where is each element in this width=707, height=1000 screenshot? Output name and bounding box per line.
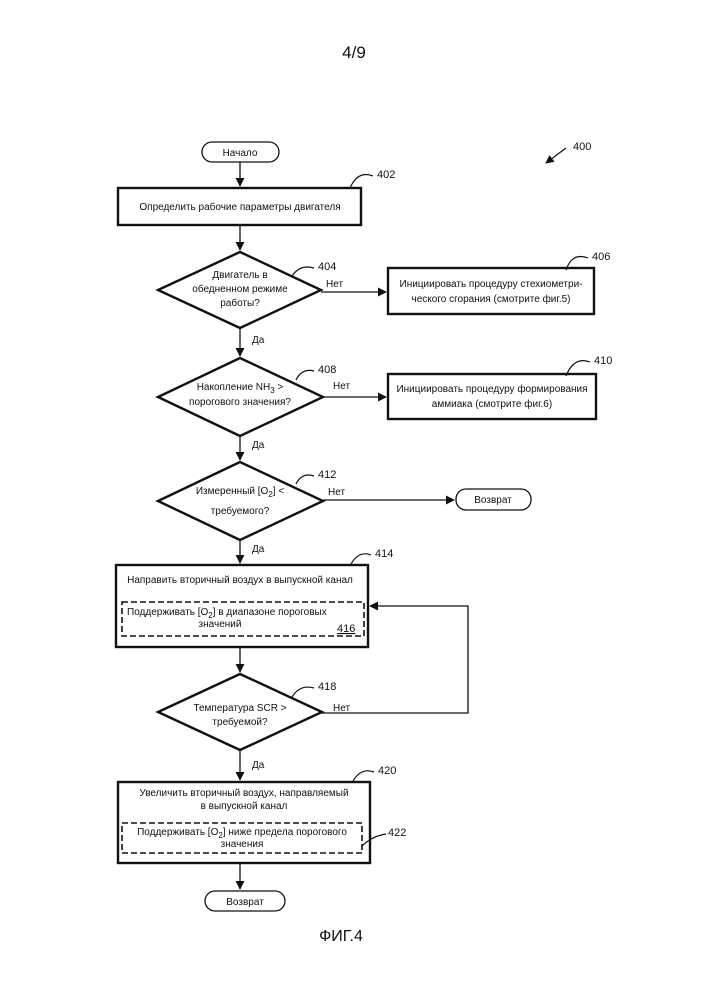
step-410-box — [388, 374, 596, 419]
figure-caption: ФИГ.4 — [319, 928, 363, 945]
decision-412-leader — [296, 475, 314, 484]
decision-408-ref: 408 — [318, 364, 336, 376]
decision-418-yes-label: Да — [252, 760, 265, 771]
decision-404-line-1: Двигатель в — [212, 270, 267, 281]
decision-412-ref: 412 — [318, 469, 336, 481]
figure-ref-arrow — [546, 148, 566, 163]
decision-408-text-a: Накопление NH — [197, 382, 271, 393]
decision-418-line-2: требуемой? — [212, 716, 268, 728]
step-420-line-1: Увеличить вторичный воздух, направляемый — [139, 788, 348, 799]
step-416-ref: 416 — [337, 623, 355, 635]
decision-408-line-2: порогового значения? — [189, 397, 291, 408]
decision-412-yes-label: Да — [252, 544, 265, 555]
step-416-line-2: значений — [199, 619, 242, 630]
step-416-text-b: ] в диапазоне пороговых — [213, 607, 327, 618]
step-410-line-2: аммиака (смотрите фиг.6) — [432, 398, 552, 410]
step-422-ref: 422 — [388, 827, 406, 839]
decision-412-text-b: ] < — [273, 486, 285, 497]
return-label-2: Возврат — [226, 897, 264, 908]
decision-404-leader — [292, 267, 314, 276]
step-420-line-2: в выпускной канал — [201, 801, 288, 812]
decision-412-no-label: Нет — [328, 487, 345, 498]
decision-408-text-b: > — [275, 382, 284, 393]
step-406-ref: 406 — [592, 251, 610, 263]
step-402-ref: 402 — [377, 169, 395, 181]
decision-412-line-2: требуемого? — [211, 505, 270, 517]
step-422-text-b: ] ниже предела порогового — [223, 827, 348, 838]
decision-404-yes-label: Да — [252, 335, 265, 346]
decision-412-text-a: Измеренный [O — [196, 486, 269, 497]
return-label-1: Возврат — [474, 495, 512, 506]
step-406-box — [388, 268, 594, 314]
figure-ref-label: 400 — [573, 141, 591, 153]
decision-404-ref: 404 — [318, 261, 336, 273]
start-label: Начало — [223, 148, 258, 159]
decision-412-diamond — [158, 462, 323, 540]
step-422-line-2: значения — [221, 839, 264, 850]
step-414-ref: 414 — [375, 548, 393, 560]
decision-404-no-label: Нет — [326, 279, 343, 290]
decision-404-line-3: работы? — [220, 297, 260, 309]
step-420-ref: 420 — [378, 765, 396, 777]
step-406-line-2: ческого сгорания (смотрите фиг.5) — [412, 293, 571, 305]
step-402-text: Определить рабочие параметры двигателя — [139, 201, 340, 213]
page-number: 4/9 — [342, 43, 366, 62]
decision-408-no-label: Нет — [333, 381, 350, 392]
decision-408-yes-label: Да — [252, 440, 265, 451]
step-410-ref: 410 — [594, 355, 612, 367]
step-416-text-a: Поддерживать [O — [127, 607, 208, 618]
decision-404-line-2: обедненном режиме — [192, 283, 288, 295]
step-402-leader — [350, 175, 373, 189]
decision-408-leader — [296, 370, 314, 380]
step-422-text-a: Поддерживать [O — [137, 827, 218, 838]
decision-418-ref: 418 — [318, 681, 336, 693]
decision-418-leader — [292, 687, 314, 697]
step-410-line-1: Инициировать процедуру формирования — [396, 383, 587, 395]
step-406-line-1: Инициировать процедуру стехиометри- — [400, 279, 583, 290]
step-414-text: Направить вторичный воздух в выпускной к… — [127, 575, 353, 586]
decision-418-line-1: Температура SCR > — [193, 703, 286, 714]
